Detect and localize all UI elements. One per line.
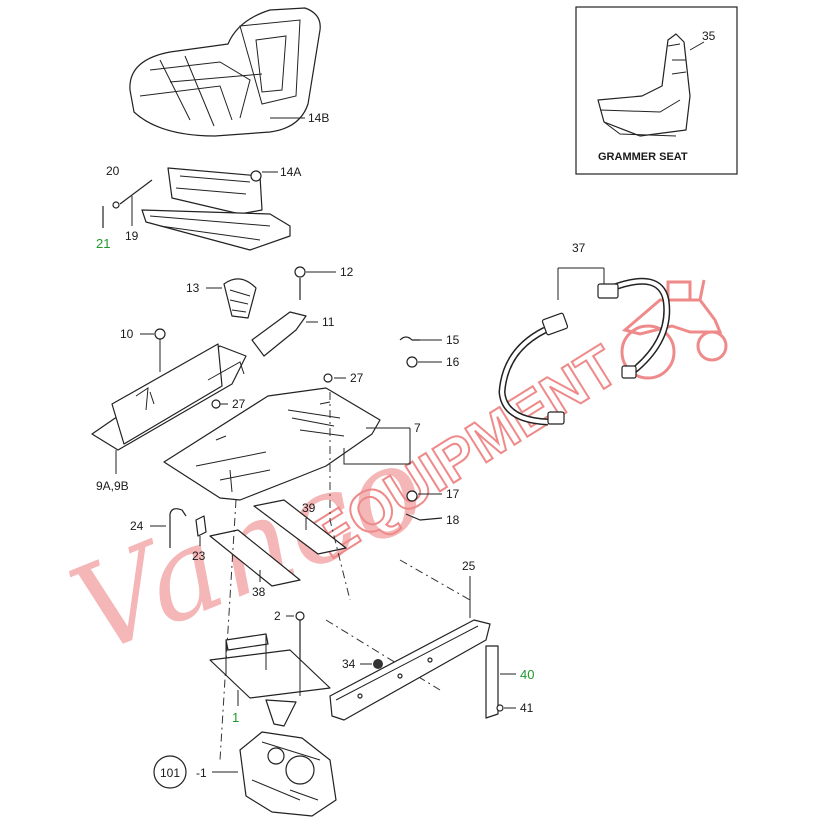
callout-20: 20: [106, 164, 120, 178]
callout-23: 23: [192, 549, 206, 563]
watermark: Vanco EQUIPMENT: [54, 279, 728, 682]
callout-37: 37: [572, 241, 586, 255]
part-seat-belt: 37: [498, 241, 671, 426]
callout-13: 13: [186, 281, 200, 295]
callout-40: 40: [520, 667, 534, 682]
callout-21: 21: [96, 236, 110, 251]
tractor-logo-icon: [620, 279, 728, 380]
callout-12: 12: [340, 265, 354, 279]
part-floor-plate: 7 27 27 15 16 17 18: [163, 333, 460, 527]
callout-34: 34: [342, 657, 356, 671]
part-base-frame: 2 1: [209, 609, 331, 727]
callout-9A9B: 9A,9B: [96, 479, 129, 493]
callout-7: 7: [414, 421, 421, 435]
callout-101-suffix: -1: [196, 766, 207, 780]
part-seat-suspension: 14A 20 19 21: [96, 164, 301, 251]
callout-39: 39: [302, 501, 316, 515]
callout-14B: 14B: [308, 111, 329, 125]
part-seat-cushion: 14B: [129, 7, 329, 137]
part-transmission-housing: 101 -1: [153, 731, 337, 817]
callout-10: 10: [120, 327, 134, 341]
callout-101: 101: [160, 766, 180, 780]
callout-15: 15: [446, 333, 460, 347]
inset-grammer-seat: 35 GRAMMER SEAT: [575, 6, 738, 175]
callout-1: 1: [232, 710, 239, 725]
inset-title: GRAMMER SEAT: [598, 151, 688, 163]
callout-11: 11: [322, 315, 335, 329]
callout-27b: 27: [232, 397, 246, 411]
callout-101-circle: [153, 755, 187, 789]
part-side-panel: 10 9A,9B: [91, 327, 247, 493]
part-bracket-11: 12 13 11: [186, 265, 354, 357]
callout-14A: 14A: [280, 165, 301, 179]
callout-16: 16: [446, 355, 460, 369]
callout-19: 19: [125, 229, 139, 243]
callout-27a: 27: [350, 371, 364, 385]
callout-24: 24: [130, 519, 144, 533]
callout-38: 38: [252, 585, 266, 599]
callout-2: 2: [274, 609, 281, 623]
part-spacer-plates: 39 38 23 24: [130, 499, 347, 599]
callout-25: 25: [462, 559, 476, 573]
callout-17: 17: [446, 487, 460, 501]
callout-41: 41: [520, 701, 534, 715]
inset-callout-35: 35: [702, 29, 716, 43]
callout-18: 18: [446, 513, 460, 527]
part-rear-rail: 25 40 41 34: [329, 559, 534, 721]
assembly-lines: [219, 392, 471, 761]
